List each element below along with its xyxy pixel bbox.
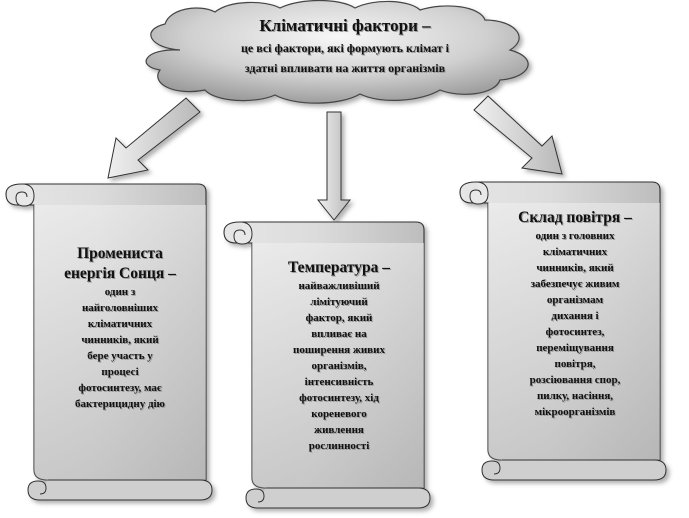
desc-line: бактерицидну дію <box>75 398 165 410</box>
arrow-center <box>316 111 352 221</box>
desc-line: кореневого <box>311 408 367 420</box>
desc-line: лімітуючий <box>310 296 368 308</box>
scroll-left-description: один з найголовніших кліматичних чинникі… <box>40 284 200 412</box>
desc-line: забезпечує живим <box>530 278 620 290</box>
desc-line: поширення живих <box>293 344 385 356</box>
desc-line: рослинності <box>308 440 370 452</box>
desc-line: живлення <box>314 424 364 436</box>
scroll-right <box>459 181 667 481</box>
desc-line: впливає на <box>311 328 367 340</box>
cloud-title: Кліматичні фактори – <box>259 16 431 35</box>
desc-line: переміщування <box>536 342 614 354</box>
arrow-right <box>473 95 563 175</box>
desc-line: інтенсивність <box>304 376 374 388</box>
desc-line: пилку, насіння, <box>536 390 614 402</box>
arrow-left <box>107 97 201 179</box>
desc-line: мікроорганізмів <box>534 406 616 418</box>
desc-line: процесі <box>101 366 139 378</box>
scroll-right-description: один з головних кліматичних чинників, як… <box>494 228 656 420</box>
scroll-left <box>5 183 213 501</box>
desc-line: кліматичних <box>542 246 608 258</box>
desc-line: фотосинтезу, хід <box>299 392 379 404</box>
scroll-right-title: Склад повітря – <box>518 209 632 226</box>
cloud-description-line-1: це всі фактори, які формують клімат і <box>240 41 450 55</box>
scroll-left-title-line-2: енергія Сонця – <box>64 265 176 282</box>
desc-line: найголовніших <box>81 302 159 314</box>
desc-line: повітря, <box>554 358 596 370</box>
desc-line: організмам <box>546 294 604 306</box>
scroll-center-description: найважливіший лімітуючий фактор, який вп… <box>258 278 420 454</box>
desc-line: кліматичних <box>87 318 153 330</box>
desc-line: бере участь у <box>87 350 153 362</box>
cloud-description: це всі фактори, які формують клімат і зд… <box>150 38 540 78</box>
cloud-description-line-2: здатні впливати на життя організмів <box>244 61 446 75</box>
desc-line: чинників, який <box>81 334 159 346</box>
scroll-center <box>223 221 431 509</box>
scroll-left-title-line-1: Промениста <box>77 245 163 262</box>
scroll-center-text: Температура – найважливіший лімітуючий ф… <box>258 258 420 454</box>
desc-line: фактор, який <box>305 312 373 324</box>
cloud-shape <box>145 0 529 104</box>
desc-line: чинників, який <box>536 262 614 274</box>
desc-line: розсіювання спор, <box>529 374 621 386</box>
desc-line: фотосинтезу, має <box>78 382 162 394</box>
desc-line: найважливіший <box>298 280 380 292</box>
desc-line: організмів, <box>311 360 367 372</box>
desc-line: дихання і <box>551 310 599 322</box>
desc-line: один з <box>104 286 136 298</box>
desc-line: фотосинтез, <box>545 326 605 338</box>
scroll-right-text: Склад повітря – один з головних кліматич… <box>494 208 656 420</box>
scroll-left-text: Промениста енергія Сонця – один з найгол… <box>40 244 200 412</box>
scroll-center-title: Температура – <box>287 259 391 276</box>
desc-line: один з головних <box>535 230 615 242</box>
